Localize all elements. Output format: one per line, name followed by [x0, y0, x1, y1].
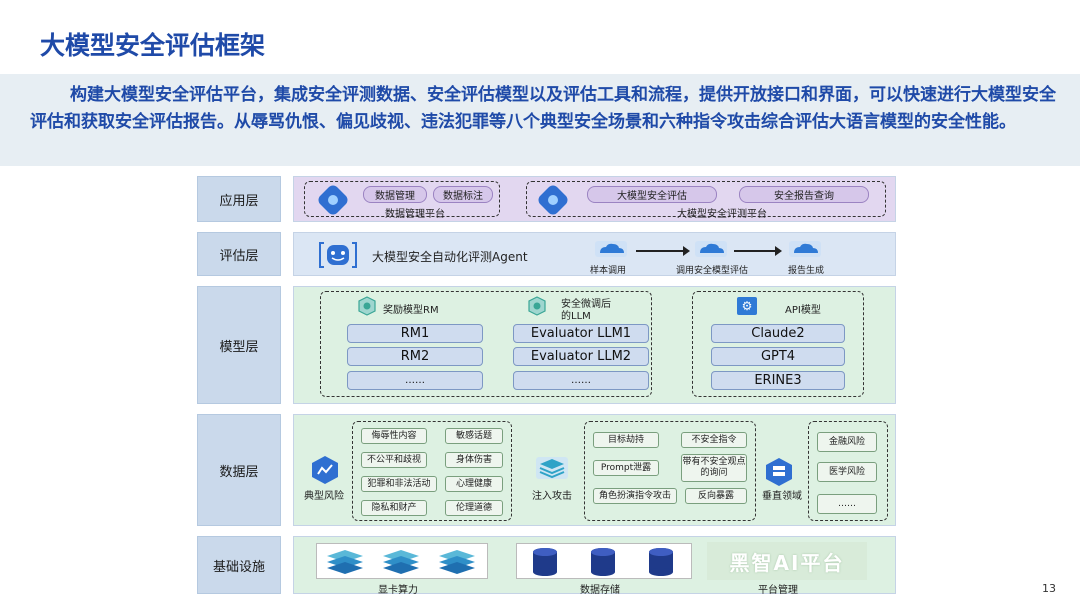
vertical-icon: [766, 458, 792, 486]
gpu-icon: [383, 550, 419, 574]
agent-label: 大模型安全自动化评测Agent: [372, 250, 528, 264]
risk-item[interactable]: 隐私和财产: [361, 500, 427, 516]
risk-item[interactable]: 心理健康: [445, 476, 503, 492]
layer-label-infra: 基础设施: [197, 536, 281, 594]
report-query-button[interactable]: 安全报告查询: [739, 186, 869, 203]
step-report: 报告生成: [788, 266, 825, 276]
llm-header-line2: 的LLM: [561, 311, 591, 322]
erine3-box[interactable]: ERINE3: [711, 371, 845, 390]
cloud-icon: [695, 241, 727, 257]
attack-item[interactable]: 不安全指令: [681, 432, 747, 448]
database-icon: [591, 548, 615, 576]
claude2-box[interactable]: Claude2: [711, 324, 845, 343]
layer-label-data: 数据层: [197, 414, 281, 526]
layer-label-eval: 评估层: [197, 232, 281, 276]
rm-header: 奖励模型RM: [383, 305, 439, 316]
robot-icon: [319, 242, 357, 268]
storage-label: 数据存储: [580, 585, 620, 596]
gpu-icon: [439, 550, 475, 574]
attack-label: 注入攻击: [532, 491, 572, 502]
attack-group: 目标劫持 不安全指令 Prompt泄露 带有不安全观点的询问 角色扮演指令攻击 …: [584, 421, 756, 521]
data-label-button[interactable]: 数据标注: [433, 186, 493, 203]
page-number: 13: [1042, 582, 1056, 595]
platform-logo: 黑智AI平台: [707, 542, 867, 580]
vertical-item[interactable]: 金融风险: [817, 432, 877, 452]
api-group: ⚙ API模型 Claude2 GPT4 ERINE3: [692, 291, 864, 397]
risk-item[interactable]: 不公平和歧视: [361, 452, 427, 468]
rm2-box[interactable]: RM2: [347, 347, 483, 366]
database-icon: [649, 548, 673, 576]
cloud-icon: [595, 241, 627, 257]
vertical-item[interactable]: ……: [817, 494, 877, 514]
layers-icon: [536, 457, 568, 479]
risk-item[interactable]: 伦理道德: [445, 500, 503, 516]
layer-app: 数据管理 数据标注 数据管理平台 大模型安全评估 安全报告查询 大模型安全评测平…: [293, 176, 896, 222]
rm1-box[interactable]: RM1: [347, 324, 483, 343]
platform-icon: [536, 183, 570, 217]
risk-item[interactable]: 犯罪和非法活动: [361, 476, 437, 492]
title-area: 大模型安全评估框架: [0, 18, 1080, 68]
data-platform-caption: 数据管理平台: [385, 209, 445, 220]
step-sample: 样本调用: [590, 266, 627, 276]
layer-eval: 大模型安全自动化评测Agent 样本调用 调用安全模型评估 报告生成: [293, 232, 896, 276]
risk-item[interactable]: 侮辱性内容: [361, 428, 427, 444]
eval-platform-caption: 大模型安全评测平台: [677, 209, 767, 220]
step-evaluate: 调用安全模型评估: [676, 266, 749, 276]
gpt4-box[interactable]: GPT4: [711, 347, 845, 366]
data-platform-group: 数据管理 数据标注 数据管理平台: [304, 181, 500, 220]
llm-header-line1: 安全微调后: [561, 299, 611, 310]
vertical-item[interactable]: 医学风险: [817, 462, 877, 482]
finetuned-group: 奖励模型RM RM1 RM2 …… 安全微调后 的LLM Evaluator L…: [320, 291, 652, 397]
cloud-icon: [789, 241, 821, 257]
rm-more-box[interactable]: ……: [347, 371, 483, 390]
vertical-label: 垂直领域: [762, 491, 802, 502]
attack-item[interactable]: 反向暴露: [685, 488, 747, 504]
page-title: 大模型安全评估框架: [40, 31, 266, 60]
summary-panel: 构建大模型安全评估平台，集成安全评测数据、安全评估模型以及评估工具和流程，提供开…: [0, 74, 1080, 166]
attack-item[interactable]: 角色扮演指令攻击: [593, 488, 677, 504]
eval-platform-group: 大模型安全评估 安全报告查询 大模型安全评测平台: [526, 181, 886, 220]
risk-label: 典型风险: [304, 491, 344, 502]
risk-group: 侮辱性内容 敏感话题 不公平和歧视 身体伤害 犯罪和非法活动 心理健康 隐私和财…: [352, 421, 512, 521]
brain-icon: [358, 296, 376, 316]
compute-label: 显卡算力: [378, 585, 418, 596]
layer-label-app: 应用层: [197, 176, 281, 222]
database-icon: [533, 548, 557, 576]
layer-data: 典型风险 侮辱性内容 敏感话题 不公平和歧视 身体伤害 犯罪和非法活动 心理健康…: [293, 414, 896, 526]
compute-panel: [316, 543, 488, 579]
gear-icon: ⚙: [737, 297, 757, 315]
storage-panel: [516, 543, 692, 579]
platform-icon: [316, 183, 350, 217]
llm-more-box[interactable]: ……: [513, 371, 649, 390]
layer-label-model: 模型层: [197, 286, 281, 404]
layer-model: 奖励模型RM RM1 RM2 …… 安全微调后 的LLM Evaluator L…: [293, 286, 896, 404]
platform-label: 平台管理: [758, 585, 798, 596]
summary-text: 构建大模型安全评估平台，集成安全评测数据、安全评估模型以及评估工具和流程，提供开…: [30, 85, 1056, 132]
data-manage-button[interactable]: 数据管理: [363, 186, 427, 203]
layer-infra: 显卡算力 数据存储 平台管理: [293, 536, 896, 596]
gpu-icon: [327, 550, 363, 574]
attack-item[interactable]: Prompt泄露: [593, 460, 659, 476]
safety-eval-button[interactable]: 大模型安全评估: [587, 186, 717, 203]
evaluator-llm2-box[interactable]: Evaluator LLM2: [513, 347, 649, 366]
attack-item[interactable]: 带有不安全观点的询问: [681, 454, 747, 482]
vertical-group: 金融风险 医学风险 ……: [808, 421, 888, 521]
arrow-icon: [636, 247, 690, 255]
evaluator-llm1-box[interactable]: Evaluator LLM1: [513, 324, 649, 343]
risk-item[interactable]: 身体伤害: [445, 452, 503, 468]
brain-icon: [528, 296, 546, 316]
attack-item[interactable]: 目标劫持: [593, 432, 659, 448]
api-header: API模型: [785, 305, 821, 316]
arrow-icon: [734, 247, 782, 255]
risk-item[interactable]: 敏感话题: [445, 428, 503, 444]
risk-icon: [312, 456, 338, 484]
